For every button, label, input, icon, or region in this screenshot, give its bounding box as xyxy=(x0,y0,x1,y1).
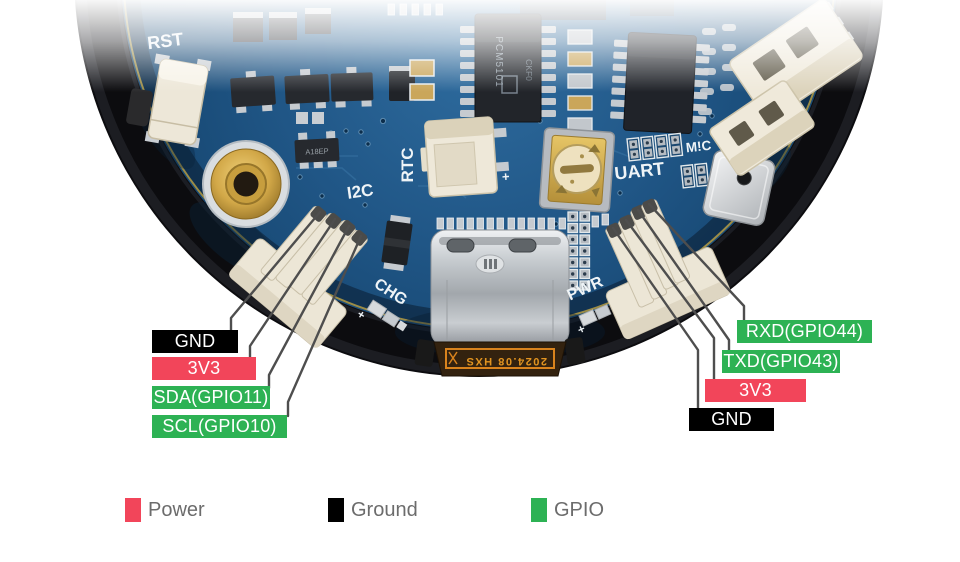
pin-label-right-3v3: 3V3 xyxy=(705,379,806,402)
leader-lines xyxy=(229,202,746,418)
legend-item-ground: Ground xyxy=(328,498,418,522)
legend-label-power: Power xyxy=(148,498,205,521)
leader-right-rxd xyxy=(647,202,746,324)
silkscreen-rtc-plus: + xyxy=(501,169,510,185)
pin-label-right-rxd: RXD(GPIO44) xyxy=(737,320,872,343)
silkscreen-rtc: RTC xyxy=(398,148,417,183)
flex-cable-date-code: 2024.08 HXS xyxy=(465,355,547,367)
legend-swatch-ground xyxy=(328,498,344,522)
leader-right-txd xyxy=(636,208,731,354)
chg-led xyxy=(366,299,408,332)
silkscreen-mic: M!C xyxy=(685,138,712,156)
leader-right-gnd xyxy=(611,226,700,412)
mounting-standoff xyxy=(202,140,290,228)
transistor-marking: A18EP xyxy=(305,146,329,156)
leader-left-scl xyxy=(286,234,363,418)
jst-connector-lower xyxy=(709,80,815,176)
pin-label-right-gnd: GND xyxy=(689,408,774,431)
pin-label-left-sda: SDA(GPIO11) xyxy=(152,386,270,409)
legend-swatch-power xyxy=(125,498,141,522)
rotary-switch xyxy=(538,127,616,213)
legend-label-ground: Ground xyxy=(351,498,418,521)
display-flex-cable: 2024.08 HXS xyxy=(414,337,586,377)
pin-label-left-scl: SCL(GPIO10) xyxy=(152,415,287,438)
legend-label-gpio: GPIO xyxy=(554,498,605,521)
pwr-led xyxy=(578,304,612,327)
leader-left-3v3 xyxy=(248,217,337,361)
legend-swatch-gpio xyxy=(531,498,547,522)
rtc-connector xyxy=(420,116,510,198)
leader-right-3v3 xyxy=(624,218,716,383)
leader-left-sda xyxy=(267,224,351,390)
pin-label-right-txd: TXD(GPIO43) xyxy=(722,350,840,373)
legend-item-gpio: GPIO xyxy=(531,498,604,522)
leader-left-gnd xyxy=(229,210,322,334)
legend-item-power: Power xyxy=(125,498,205,522)
uart-connector xyxy=(603,196,731,340)
pin-label-left-gnd: GND xyxy=(152,330,238,353)
sot-transistor-a18ep: A18EP xyxy=(294,131,340,169)
pin-label-left-3v3: 3V3 xyxy=(152,357,256,380)
usb-c-connector xyxy=(430,229,570,347)
microphone xyxy=(702,150,776,226)
diode-left-of-usb xyxy=(381,214,413,272)
photo-top-fade xyxy=(0,0,960,92)
reset-switch-knob xyxy=(126,88,153,127)
silkscreen-i2c: I2C xyxy=(346,180,375,202)
